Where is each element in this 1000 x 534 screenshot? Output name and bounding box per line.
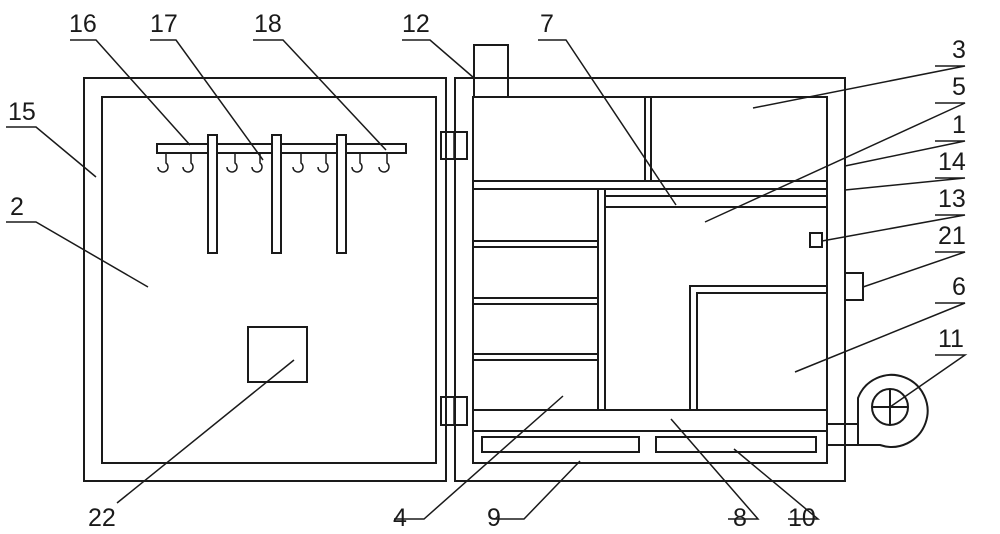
fan-11 [827,375,928,447]
label-2: 2 [10,193,24,221]
label-8: 8 [733,504,747,532]
box-21 [845,273,863,300]
part-labels: 16 17 18 15 2 12 7 3 5 1 14 13 21 6 11 2… [8,10,966,532]
label-5: 5 [952,73,966,101]
label-1: 1 [952,111,966,139]
vent-12 [474,45,508,97]
label-14: 14 [938,148,966,176]
left-cabinet [84,78,446,481]
hanger-bar [208,135,217,253]
sensor-13 [810,233,822,247]
label-9: 9 [487,504,501,532]
label-15: 15 [8,98,36,126]
right-cabinet [455,78,845,481]
label-6: 6 [952,273,966,301]
label-18: 18 [254,10,282,38]
hanger-bar [272,135,281,253]
label-7: 7 [540,10,554,38]
label-17: 17 [150,10,178,38]
hanger-bar [337,135,346,253]
label-21: 21 [938,222,966,250]
label-13: 13 [938,185,966,213]
label-3: 3 [952,36,966,64]
strip-9 [482,437,639,452]
label-22: 22 [88,504,116,532]
label-4: 4 [393,504,407,532]
label-12: 12 [402,10,430,38]
label-11: 11 [938,325,964,353]
label-16: 16 [69,10,97,38]
label-10: 10 [788,504,816,532]
